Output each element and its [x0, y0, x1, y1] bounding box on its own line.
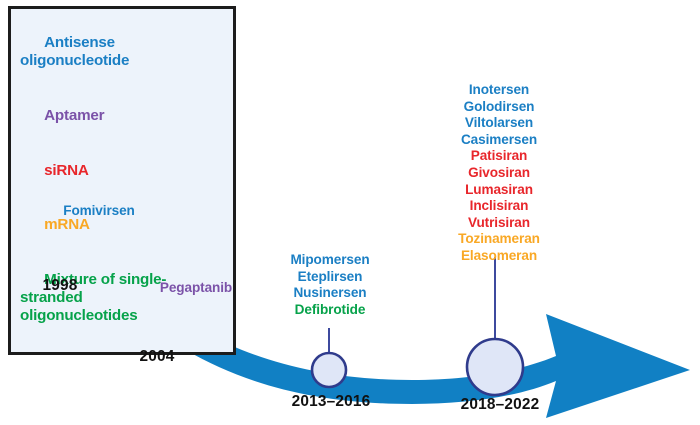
drug-label-lumasiran: Lumasiran: [465, 181, 533, 197]
legend-item-label: mRNA: [44, 216, 90, 234]
drug-label-elasomeran: Elasomeran: [460, 247, 538, 263]
milestone-labels-1998: Fomivirsen: [34, 203, 164, 220]
legend-item-mixture-of-single-stranded-oligonucleotides: Mixture of single-stranded oligonucleoti…: [20, 253, 224, 344]
year-label-2018-2022: 2018–2022: [460, 396, 540, 413]
milestone-marker-m2013_2016[interactable]: [310, 351, 348, 389]
legend-item-label: Aptamer: [44, 107, 105, 125]
milestone-labels-2004: Pegaptanib: [131, 280, 261, 297]
year-label-2013-2016: 2013–2016: [291, 393, 371, 410]
milestone-marker-m2018_2022[interactable]: [465, 337, 525, 397]
drug-label-tozinameran: Tozinameran: [458, 231, 540, 247]
drug-label-vutrisiran: Vutrisiran: [468, 214, 530, 230]
legend-item-antisense-oligonucleotide: Antisense oligonucleotide: [20, 16, 224, 89]
drug-label-defibrotide: Defibrotide: [294, 301, 366, 317]
legend-item-label: Antisense oligonucleotide: [20, 34, 130, 70]
drug-label-nusinersen: Nusinersen: [293, 285, 367, 301]
legend-item-aptamer: Aptamer: [20, 89, 224, 144]
legend-box: Antisense oligonucleotide Aptamer siRNA …: [8, 6, 236, 355]
drug-label-eteplirsen: Eteplirsen: [297, 268, 363, 284]
drug-label-patisiran: Patisiran: [470, 148, 528, 164]
drug-label-inclisiran: Inclisiran: [469, 198, 529, 214]
drug-label-golodirsen: Golodirsen: [463, 98, 535, 114]
drug-label-fomivirsen: Fomivirsen: [63, 203, 135, 218]
legend-item-sirna: siRNA: [20, 143, 224, 198]
drug-label-givosiran: Givosiran: [468, 164, 530, 180]
drug-label-viltolarsen: Viltolarsen: [464, 115, 534, 131]
year-label-2004: 2004: [139, 348, 175, 365]
drug-label-inotersen: Inotersen: [468, 82, 530, 97]
drug-label-mipomersen: Mipomersen: [290, 252, 370, 267]
timeline-arrow: [62, 228, 690, 418]
legend-item-label: Mixture of single-stranded oligonucleoti…: [20, 270, 167, 325]
legend-item-mrna: mRNA: [20, 198, 224, 253]
year-label-1998: 1998: [42, 277, 78, 294]
drug-label-casimersen: Casimersen: [460, 131, 538, 147]
drug-label-pegaptanib: Pegaptanib: [159, 280, 233, 295]
legend-item-label: siRNA: [44, 161, 89, 179]
